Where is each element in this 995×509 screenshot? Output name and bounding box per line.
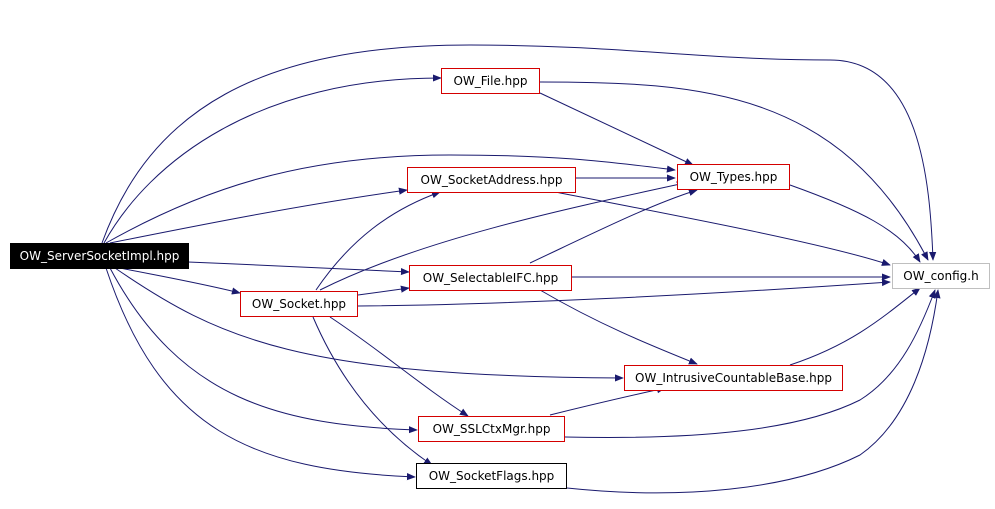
edge-sslctx-to-intrusive bbox=[549, 386, 666, 416]
node-selectable-ifc[interactable]: OW_SelectableIFC.hpp bbox=[409, 265, 572, 291]
node-socket-address[interactable]: OW_SocketAddress.hpp bbox=[407, 167, 576, 193]
edge-socketaddress-to-config bbox=[554, 191, 891, 266]
edge-selectableifc-to-types bbox=[529, 189, 698, 264]
edge-root-to-types bbox=[105, 154, 676, 244]
edge-socket-to-sslctx bbox=[329, 316, 469, 417]
edge-root-to-socketaddress bbox=[109, 187, 408, 244]
node-socket[interactable]: OW_Socket.hpp bbox=[240, 291, 358, 317]
node-config[interactable]: OW_config.h bbox=[892, 263, 990, 289]
node-intrusive-countable-base[interactable]: OW_IntrusiveCountableBase.hpp bbox=[624, 365, 843, 391]
edge-root-to-config bbox=[101, 44, 937, 261]
edge-root-to-socket bbox=[119, 267, 241, 295]
edge-file-to-types bbox=[539, 92, 694, 166]
edge-socket-to-socketaddress bbox=[315, 191, 441, 291]
edge-intrusive-to-config bbox=[789, 287, 921, 366]
node-server-socket-impl[interactable]: OW_ServerSocketImpl.hpp bbox=[10, 243, 189, 269]
edge-selectableifc-to-intrusive bbox=[539, 289, 698, 365]
node-types[interactable]: OW_Types.hpp bbox=[677, 164, 790, 190]
edge-types-to-config bbox=[789, 184, 921, 263]
edge-root-to-intrusive bbox=[114, 267, 624, 382]
node-ssl-ctx-mgr[interactable]: OW_SSLCtxMgr.hpp bbox=[418, 416, 565, 442]
node-socket-flags[interactable]: OW_SocketFlags.hpp bbox=[416, 463, 567, 489]
edge-socket-to-types bbox=[319, 181, 686, 291]
edge-sslctx-to-config bbox=[564, 289, 936, 439]
edge-file-to-config bbox=[539, 81, 929, 261]
edge-root-to-sslctx bbox=[109, 267, 418, 434]
edge-socket-to-selectableifc bbox=[357, 285, 410, 296]
edge-socket-to-config bbox=[357, 278, 891, 307]
edge-root-to-file bbox=[103, 74, 442, 244]
edge-root-to-selectableifc bbox=[187, 261, 410, 276]
edge-root-to-socketflags bbox=[105, 267, 416, 481]
edge-socketflags-to-config bbox=[566, 289, 941, 494]
edge-socket-to-socketflags bbox=[312, 316, 433, 466]
node-file[interactable]: OW_File.hpp bbox=[441, 68, 540, 94]
